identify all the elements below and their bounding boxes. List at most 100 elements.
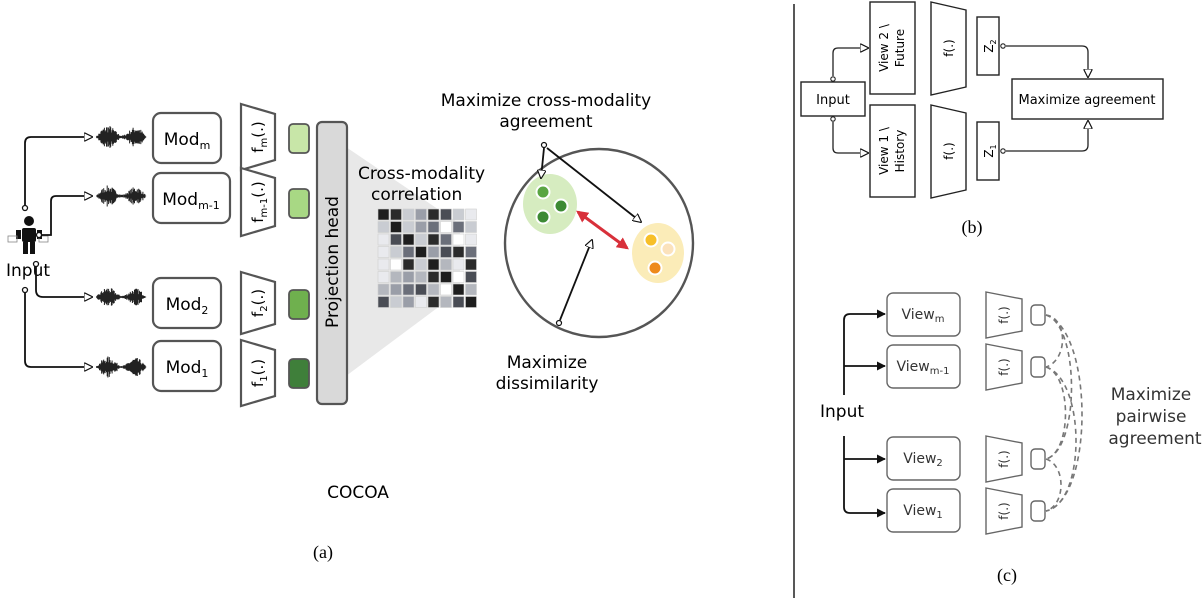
correlation-cell [390, 296, 402, 308]
modality-box-2: Mod2 [151, 276, 223, 330]
correlation-cell [452, 296, 465, 308]
encoder-2: f2(.) [239, 270, 277, 336]
correlation-cell [402, 221, 415, 233]
encoder-2-sub: 2 [259, 305, 270, 311]
correlation-cell [390, 258, 402, 271]
mod-2-label: Mod [166, 295, 202, 315]
correlation-cell [402, 258, 415, 271]
z1-box: Z1 [976, 121, 1000, 181]
view-box-m-1: Viewm-1 [886, 344, 961, 389]
correlation-cell [427, 258, 440, 271]
encoder-m-1-tail: (.) [249, 181, 267, 197]
correlation-cell [440, 283, 452, 296]
correlation-cell [415, 296, 427, 308]
pos-point-3 [535, 209, 551, 225]
view1-label-line1: View 1 \ [877, 126, 891, 175]
correlation-cell [427, 271, 440, 283]
view-m-1-sub: m-1 [930, 366, 950, 377]
dissimilarity-arrow [576, 210, 629, 250]
projection-head-label: Projection head [323, 196, 343, 328]
view-2-label: View [903, 451, 936, 467]
correlation-cell [415, 283, 427, 296]
correlation-cell [415, 208, 427, 221]
panel-c-encoder-1: f(.) [985, 487, 1023, 535]
encoder-m: fm(.) [239, 102, 277, 172]
correlation-cell [452, 208, 465, 221]
z2-sub: 2 [989, 39, 998, 44]
panel-b: Input View 2 \ Future View 1 \ History f… [800, 1, 1164, 238]
svg-text:f2(.): f2(.) [249, 289, 270, 317]
waveform-mod-m-1 [96, 185, 147, 207]
waveform-mod-2 [96, 288, 147, 306]
correlation-cell [427, 283, 440, 296]
correlation-cell [415, 233, 427, 246]
correlation-cell [452, 246, 465, 258]
correlation-cell [440, 258, 452, 271]
correlation-cell [377, 233, 390, 246]
encoder-1-sub: 1 [259, 375, 270, 381]
view-2-sub: 2 [936, 458, 942, 469]
neg-point-1 [643, 232, 659, 248]
correlation-cell [377, 271, 390, 283]
encoder-1-tail: (.) [249, 359, 267, 375]
correlation-cell [465, 258, 477, 271]
correlation-cell [377, 296, 390, 308]
method-name: COCOA [327, 483, 389, 503]
encoder-2-tail: (.) [249, 289, 267, 305]
correlation-cell [440, 233, 452, 246]
correlation-cell [402, 233, 415, 246]
correlation-cell [390, 221, 402, 233]
panel-b-input-label: Input [816, 93, 850, 108]
embedding-space [503, 141, 695, 339]
view-box-1: View1 [886, 488, 961, 533]
agreement-arrow [546, 147, 641, 222]
z2-box: Z2 [976, 16, 1000, 76]
correlation-cell [415, 246, 427, 258]
view1-box: View 1 \ History [869, 104, 916, 198]
dissimilarity-pointer [559, 240, 592, 321]
maximize-agreement-line1: Maximize cross-modality [441, 91, 652, 111]
correlation-label-line1: Cross-modality [358, 164, 485, 184]
view-m-label: View [902, 307, 935, 323]
panel-c-encoder-m-1: f(.) [985, 343, 1023, 391]
maximize-dissimilarity-line2: dissimilarity [496, 374, 599, 394]
mod-m-sub: m [200, 139, 211, 152]
projection-head: Projection head [315, 120, 349, 406]
waveform-mod-1 [96, 356, 147, 378]
panel-c-input-label: Input [820, 402, 864, 422]
encoder-m-tail: (.) [249, 121, 267, 137]
correlation-cell [390, 246, 402, 258]
input-wires [21, 137, 93, 367]
svg-text:View1: View1 [903, 503, 943, 521]
pos-point-1 [535, 184, 551, 200]
pairwise-objective-line1: Maximize [1111, 385, 1192, 405]
pairwise-links [1045, 314, 1083, 512]
svg-text:fm(.): fm(.) [249, 121, 270, 153]
panel-b-input-box: Input [800, 81, 866, 117]
correlation-cell [427, 221, 440, 233]
panel-c-wires [843, 309, 886, 518]
correlation-cell [390, 233, 402, 246]
caption-c: (c) [997, 565, 1017, 586]
panel-c-encoder-1-label: f(.) [997, 502, 1011, 519]
correlation-cell [440, 271, 452, 283]
embedding-1 [288, 358, 310, 389]
panel-c-encoder-m-label: f(.) [997, 306, 1011, 323]
correlation-cell [377, 208, 390, 221]
correlation-cell [452, 283, 465, 296]
modality-box-m: Modm [151, 111, 223, 165]
correlation-cell [465, 233, 477, 246]
caption-a: (a) [313, 542, 333, 563]
correlation-cell [402, 208, 415, 221]
svg-text:Mod2: Mod2 [166, 295, 209, 317]
positive-cluster [523, 174, 577, 234]
panel-c-encoder-m-1-label: f(.) [997, 358, 1011, 375]
correlation-cell [390, 283, 402, 296]
encoder-m-1-sub: m-1 [259, 198, 270, 218]
panel-a: Input Modm Modm-1 [6, 91, 695, 563]
view-m-1-label: View [897, 359, 930, 375]
correlation-cell [377, 258, 390, 271]
view-1-sub: 1 [936, 510, 942, 521]
modality-box-1: Mod1 [151, 339, 223, 393]
correlation-cell [415, 221, 427, 233]
